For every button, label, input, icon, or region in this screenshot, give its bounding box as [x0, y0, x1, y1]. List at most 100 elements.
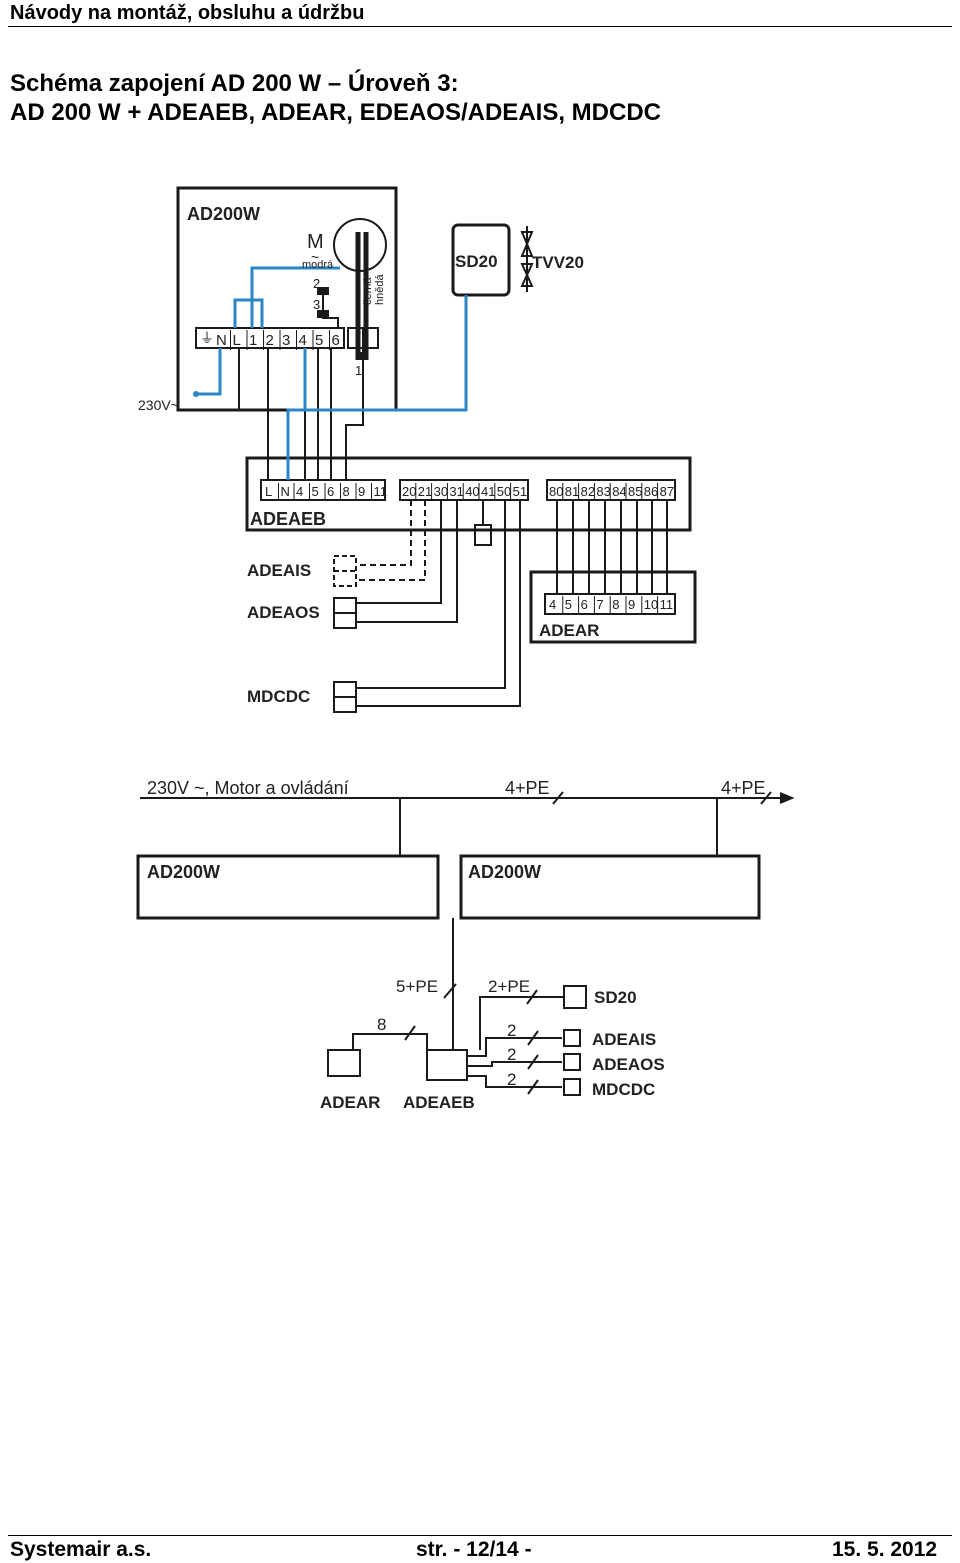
- adear-label: ADEAR: [539, 621, 599, 640]
- cable-8-label: 8: [377, 1015, 386, 1034]
- ad200w-terminal-1: L: [233, 332, 241, 349]
- motor-tilde-label: ~: [311, 249, 319, 265]
- adeaeb-terminal-a-3: 5: [312, 484, 319, 499]
- ad200w-terminal-0: N: [216, 332, 227, 349]
- supply-label: 230V ~, Motor a ovládání: [147, 778, 349, 798]
- adear-terminal-7: 11: [660, 597, 674, 612]
- sd20-box: [451, 223, 511, 297]
- unit1-label: AD200W: [147, 862, 220, 882]
- adeaeb-terminal-c-5: 85: [628, 484, 642, 499]
- adear-terminal-5: 9: [628, 597, 635, 612]
- adeaeb-terminal-b-0: 20: [402, 484, 416, 499]
- motor-m-label: M: [307, 231, 324, 253]
- ad200w-terminal-strip: [195, 327, 345, 349]
- adear-terminal-1: 5: [565, 597, 572, 612]
- adeais-unit-label: ADEAIS: [592, 1030, 656, 1049]
- adeaeb-terminal-b-2: 30: [434, 484, 448, 499]
- tvv20-label: TVV20: [532, 253, 584, 272]
- adeaos-unit-label: ADEAOS: [592, 1055, 665, 1074]
- adeaeb-terminal-c-0: 80: [549, 484, 563, 499]
- adeaeb-terminal-a-4: 6: [327, 484, 334, 499]
- adeais-unit-box: [563, 1029, 581, 1047]
- ad200w-unit1-box: [136, 854, 440, 920]
- adeaeb-terminal-a-1: N: [281, 484, 290, 499]
- adeaeb-terminal-c-6: 86: [644, 484, 658, 499]
- ad200w-terminal-2: 1: [249, 332, 257, 349]
- adeaeb-terminal-c-4: 84: [612, 484, 626, 499]
- adeaeb-terminal-c-2: 82: [581, 484, 595, 499]
- adeaeb-terminal-c-1: 81: [565, 484, 579, 499]
- unit2-label: AD200W: [468, 862, 541, 882]
- adeaeb-terminal-a-0: L: [265, 484, 272, 499]
- adeaeb-terminal-c-7: 87: [660, 484, 674, 499]
- wire-black-label: černá: [362, 277, 374, 305]
- mains-label: 230V~: [138, 397, 179, 413]
- mdcdc-unit-box: [563, 1078, 581, 1096]
- cable-b-label: 2: [507, 1045, 516, 1064]
- adeaeb-terminal-a-7: 11: [374, 484, 388, 499]
- diagram-title-line1: Schéma zapojení AD 200 W – Úroveň 3:: [10, 70, 459, 97]
- ground-icon: ⏚: [200, 330, 214, 346]
- footer-page: str. - 12/14 -: [416, 1538, 532, 1561]
- adeaeb-unit-label: ADEAEB: [403, 1093, 475, 1112]
- adeaeb-terminal-b-4: 40: [465, 484, 479, 499]
- ad200w-label: AD200W: [187, 204, 260, 224]
- ad200w-unit2-box: [459, 854, 761, 920]
- adear-terminal-6: 10: [644, 597, 658, 612]
- adeaeb-terminal-a-6: 9: [358, 484, 365, 499]
- adear-box: [529, 570, 697, 644]
- header-rule: [8, 26, 952, 27]
- sd20-label: SD20: [455, 252, 498, 271]
- diagram-title-line2: AD 200 W + ADEAEB, ADEAR, EDEAOS/ADEAIS,…: [10, 99, 661, 126]
- adeaos-unit-box: [563, 1053, 581, 1071]
- cable-c-label: 2: [507, 1070, 516, 1089]
- adear-terminal-3: 7: [596, 597, 603, 612]
- mdcdc-unit-label: MDCDC: [592, 1080, 655, 1099]
- adear-unit-box: [327, 1049, 361, 1077]
- adeaeb-terminals-a: [260, 479, 386, 501]
- adeaeb-box: [245, 456, 692, 532]
- adeaeb-terminal-b-1: 21: [418, 484, 432, 499]
- footer-company: Systemair a.s.: [10, 1538, 152, 1561]
- ad200w-terminal-6: 5: [315, 332, 323, 349]
- adeaeb-label: ADEAEB: [250, 509, 326, 529]
- ad200w-terminal-4: 3: [282, 332, 290, 349]
- ad200w-terminal-7: 6: [332, 332, 340, 349]
- adeaeb-terminal-b-5: 41: [481, 484, 495, 499]
- adear-terminal-0: 4: [549, 597, 556, 612]
- sd20-unit-box: [563, 985, 587, 1009]
- adeaeb-terminals-b: [399, 479, 529, 501]
- cable-label-1: 4+PE: [505, 778, 550, 798]
- adeaeb-terminal-c-3: 83: [596, 484, 610, 499]
- adeaos-label: ADEAOS: [247, 603, 320, 622]
- mdcdc-label: MDCDC: [247, 687, 310, 706]
- adeaeb-terminal-b-7: 51: [513, 484, 527, 499]
- cable-a-label: 2: [507, 1021, 516, 1040]
- footer-rule: [8, 1535, 952, 1536]
- footer-date: 15. 5. 2012: [832, 1538, 938, 1561]
- adeaeb-terminal-b-3: 31: [449, 484, 463, 499]
- cap-pin-1: 1: [355, 363, 362, 378]
- wiring-diagram: AD200W M ~ modrá černá hnědá 2 3 1 230V~…: [138, 186, 697, 713]
- wire-brown-label: hnědá: [374, 274, 386, 305]
- wire-blue-label: modrá: [302, 259, 334, 271]
- ad200w-terminal-5: 4: [299, 332, 307, 349]
- adear-terminal-2: 6: [581, 597, 588, 612]
- cable-label-2: 4+PE: [721, 778, 766, 798]
- document-header: Návody na montáž, obsluhu a údržbu: [10, 2, 365, 24]
- adear-terminal-4: 8: [612, 597, 619, 612]
- cap-pin-3: 3: [313, 297, 320, 312]
- adeaeb-terminals-c: [546, 479, 676, 501]
- cap-pin-2: 2: [313, 276, 320, 291]
- ad200w-terminal-3: 2: [266, 332, 274, 349]
- adeaeb-terminal-a-2: 4: [296, 484, 303, 499]
- cable-5pe-label: 5+PE: [396, 977, 438, 996]
- adeaeb-unit-box: [426, 1049, 468, 1081]
- block-diagram: 230V ~, Motor a ovládání 4+PE 4+PE AD200…: [136, 778, 795, 1112]
- adeaeb-terminal-b-6: 50: [497, 484, 511, 499]
- cable-2pe-label: 2+PE: [488, 977, 530, 996]
